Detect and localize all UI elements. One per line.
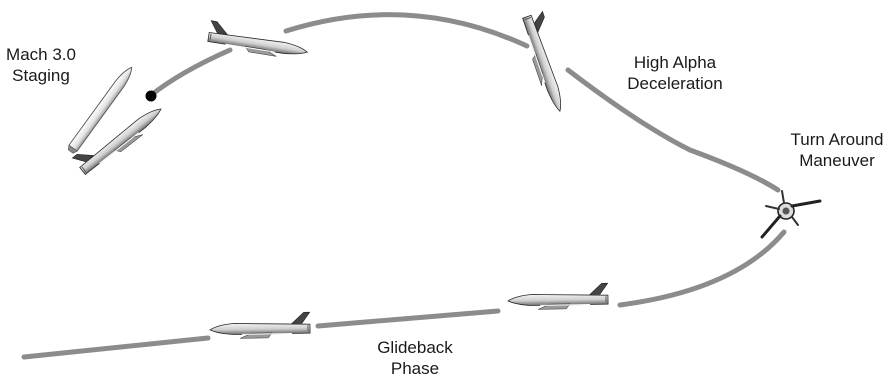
staging-point-marker: [145, 90, 157, 102]
label-turn-around-line1: Turn Around: [790, 130, 884, 149]
label-turn-around-line2: Maneuver: [799, 151, 875, 170]
trajectory-segment-glide-lower: [21, 335, 211, 360]
label-glideback-phase: Glideback Phase: [360, 337, 470, 379]
label-mach-staging-line2: Staging: [12, 66, 70, 85]
vehicle-high-alpha-icon: [518, 10, 576, 115]
trajectory-segment-arc: [283, 12, 530, 49]
booster-rocket-icon: [67, 66, 133, 154]
label-mach-staging: Mach 3.0 Staging: [2, 44, 80, 86]
label-turn-around-maneuver: Turn Around Maneuver: [780, 129, 894, 171]
vehicle-glide-upper-icon: [507, 282, 609, 311]
label-high-alpha-line1: High Alpha: [633, 53, 717, 72]
label-glideback-line2: Phase: [390, 359, 440, 378]
label-glideback-line1: Glideback: [377, 338, 453, 357]
trajectory-segment-glide-upper: [315, 308, 501, 329]
label-mach-staging-line1: Mach 3.0: [6, 45, 76, 64]
vehicle-glide-lower-icon: [209, 311, 311, 340]
vehicle-turnaround-icon: [760, 190, 822, 239]
flight-trajectory: [21, 12, 787, 360]
trajectory-segment-climb: [147, 47, 233, 99]
label-high-alpha-line2: Deceleration: [627, 74, 723, 93]
label-high-alpha-deceleration: High Alpha Deceleration: [612, 52, 738, 94]
trajectory-segment-deceleration: [565, 67, 781, 193]
trajectory-segment-descent: [617, 229, 787, 308]
